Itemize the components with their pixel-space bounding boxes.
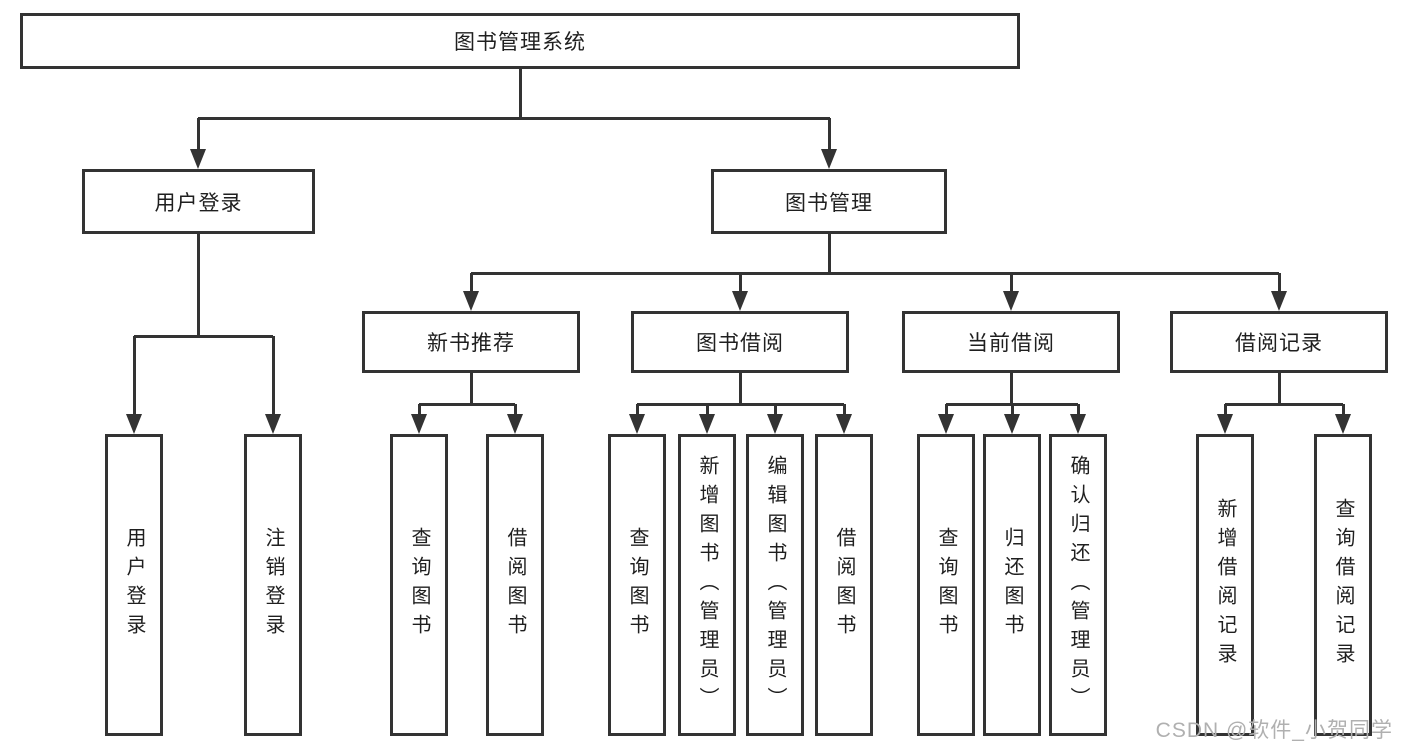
arrow-stem bbox=[469, 273, 473, 295]
arrow-stem bbox=[1223, 404, 1227, 418]
connector-line bbox=[471, 271, 1279, 275]
leaf-user-login-label: 用户登录 bbox=[123, 527, 145, 643]
arrow-head-icon bbox=[1004, 414, 1020, 434]
arrow-head-icon bbox=[629, 414, 645, 434]
arrow-stem bbox=[705, 404, 709, 418]
node-new-book-recommend: 新书推荐 bbox=[362, 311, 580, 373]
leaf-add-borrow-record: 新增借阅记录 bbox=[1196, 434, 1254, 736]
node-book-borrowing: 图书借阅 bbox=[631, 311, 849, 373]
leaf-query-books-2: 查询图书 bbox=[608, 434, 666, 736]
connector-line bbox=[1225, 402, 1343, 406]
node-current-borrowing: 当前借阅 bbox=[902, 311, 1120, 373]
connector-line bbox=[196, 234, 200, 336]
arrow-stem bbox=[827, 118, 831, 153]
arrow-head-icon bbox=[699, 414, 715, 434]
arrow-stem bbox=[773, 404, 777, 418]
arrow-stem bbox=[196, 118, 200, 153]
connector-line bbox=[198, 116, 830, 120]
leaf-logout: 注销登录 bbox=[244, 434, 302, 736]
arrow-stem bbox=[635, 404, 639, 418]
arrow-stem bbox=[842, 404, 846, 418]
node-book-management-label: 图书管理 bbox=[785, 191, 873, 215]
node-root-label: 图书管理系统 bbox=[454, 31, 586, 54]
leaf-query-books-1: 查询图书 bbox=[390, 434, 448, 736]
arrow-head-icon bbox=[836, 414, 852, 434]
leaf-user-login: 用户登录 bbox=[105, 434, 163, 736]
node-user-login-label: 用户登录 bbox=[154, 191, 243, 215]
connector-line bbox=[1277, 373, 1281, 404]
arrow-head-icon bbox=[190, 149, 206, 169]
leaf-query-borrow-record-label: 查询借阅记录 bbox=[1332, 498, 1354, 672]
arrow-stem bbox=[944, 404, 948, 418]
leaf-add-book-admin-label: 新增图书（管理员） bbox=[696, 454, 718, 716]
leaf-add-book-admin: 新增图书（管理员） bbox=[678, 434, 736, 736]
leaf-edit-book-admin-label: 编辑图书（管理员） bbox=[764, 454, 786, 716]
leaf-return-books-label: 归还图书 bbox=[1001, 527, 1023, 643]
leaf-edit-book-admin: 编辑图书（管理员） bbox=[746, 434, 804, 736]
leaf-query-borrow-record: 查询借阅记录 bbox=[1314, 434, 1372, 736]
arrow-head-icon bbox=[463, 291, 479, 311]
node-current-borrowing-label: 当前借阅 bbox=[967, 332, 1055, 355]
leaf-query-books-3: 查询图书 bbox=[917, 434, 975, 736]
leaf-add-borrow-record-label: 新增借阅记录 bbox=[1214, 498, 1236, 672]
csdn-watermark: CSDN @软件_小贺同学 bbox=[1155, 719, 1393, 742]
arrow-head-icon bbox=[767, 414, 783, 434]
leaf-return-books: 归还图书 bbox=[983, 434, 1041, 736]
node-book-borrowing-label: 图书借阅 bbox=[696, 332, 784, 355]
arrow-stem bbox=[271, 336, 275, 418]
node-user-login: 用户登录 bbox=[82, 169, 315, 234]
arrow-stem bbox=[132, 336, 136, 418]
arrow-head-icon bbox=[507, 414, 523, 434]
arrow-head-icon bbox=[411, 414, 427, 434]
arrow-stem bbox=[738, 273, 742, 295]
connector-line bbox=[469, 373, 473, 404]
connector-line bbox=[637, 402, 844, 406]
leaf-query-books-2-label: 查询图书 bbox=[626, 527, 648, 643]
arrow-head-icon bbox=[126, 414, 142, 434]
arrow-stem bbox=[1277, 273, 1281, 295]
leaf-borrow-books-1: 借阅图书 bbox=[486, 434, 544, 736]
leaf-confirm-return-admin: 确认归还（管理员） bbox=[1049, 434, 1107, 736]
arrow-stem bbox=[417, 404, 421, 418]
arrow-head-icon bbox=[1003, 291, 1019, 311]
leaf-query-books-1-label: 查询图书 bbox=[408, 527, 430, 643]
leaf-query-books-3-label: 查询图书 bbox=[935, 527, 957, 643]
connector-line bbox=[518, 69, 522, 118]
node-book-management: 图书管理 bbox=[711, 169, 947, 234]
leaf-logout-label: 注销登录 bbox=[262, 527, 284, 643]
arrow-head-icon bbox=[1070, 414, 1086, 434]
arrow-head-icon bbox=[732, 291, 748, 311]
node-borrow-records-label: 借阅记录 bbox=[1235, 332, 1323, 355]
connector-line bbox=[827, 234, 831, 273]
leaf-confirm-return-admin-label: 确认归还（管理员） bbox=[1067, 454, 1089, 716]
arrow-stem bbox=[1076, 404, 1080, 418]
arrow-head-icon bbox=[938, 414, 954, 434]
connector-line bbox=[738, 373, 742, 404]
arrow-head-icon bbox=[265, 414, 281, 434]
arrow-stem bbox=[513, 404, 517, 418]
arrow-head-icon bbox=[821, 149, 837, 169]
node-root: 图书管理系统 bbox=[20, 13, 1020, 69]
arrow-stem bbox=[1010, 404, 1014, 418]
arrow-stem bbox=[1341, 404, 1345, 418]
connector-line bbox=[134, 334, 273, 338]
node-borrow-records: 借阅记录 bbox=[1170, 311, 1388, 373]
arrow-stem bbox=[1009, 273, 1013, 295]
leaf-borrow-books-2: 借阅图书 bbox=[815, 434, 873, 736]
arrow-head-icon bbox=[1217, 414, 1233, 434]
node-new-book-recommend-label: 新书推荐 bbox=[427, 332, 515, 355]
leaf-borrow-books-1-label: 借阅图书 bbox=[504, 527, 526, 643]
arrow-head-icon bbox=[1335, 414, 1351, 434]
leaf-borrow-books-2-label: 借阅图书 bbox=[833, 527, 855, 643]
connector-line bbox=[419, 402, 515, 406]
arrow-head-icon bbox=[1271, 291, 1287, 311]
connector-line bbox=[1009, 373, 1013, 404]
